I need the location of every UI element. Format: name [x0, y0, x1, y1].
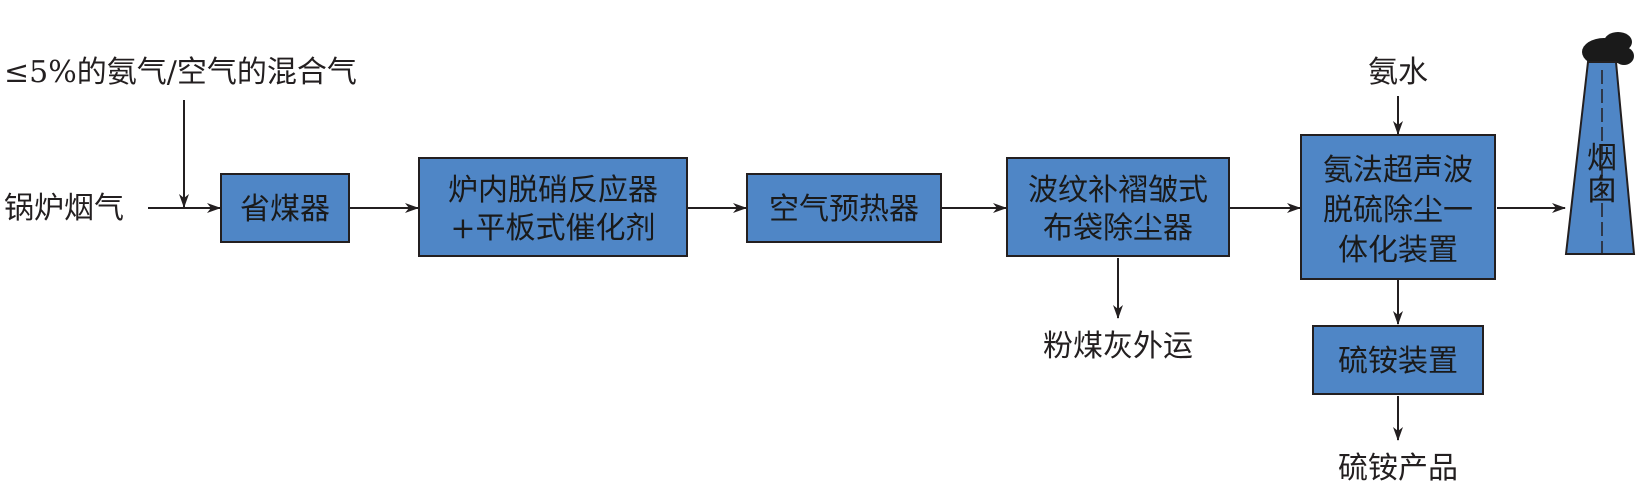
ammonium-sulfate-box: 硫铵装置 [1312, 325, 1484, 395]
denox-reactor-label-line2: +平板式催化剂 [450, 211, 655, 246]
desulfurization-label-line3: 体化装置 [1338, 233, 1458, 268]
bag-filter-label-line1: 波纹补褶皱式 [1028, 173, 1208, 208]
smoke-icon [1582, 32, 1634, 66]
ammonium-sulfate-label: 硫铵装置 [1338, 344, 1458, 379]
boiler-flue-gas-label: 锅炉烟气 [4, 191, 124, 226]
economizer-box: 省煤器 [220, 173, 350, 243]
chimney-icon [1564, 61, 1636, 255]
economizer-label: 省煤器 [240, 192, 330, 227]
ammonia-mix-label: ≤5%的氨气/空气的混合气 [4, 55, 357, 90]
denox-reactor-box: 炉内脱硝反应器 +平板式催化剂 [418, 157, 688, 257]
fly-ash-label: 粉煤灰外运 [1043, 329, 1193, 364]
air-preheater-rect [746, 173, 942, 243]
denox-reactor-rect [418, 157, 688, 257]
desulfurization-label-line2: 脱硫除尘一 [1323, 193, 1473, 228]
bag-filter-box: 波纹补褶皱式 布袋除尘器 [1006, 157, 1230, 257]
bag-filter-label-line2: 布袋除尘器 [1043, 211, 1193, 246]
air-preheater-box: 空气预热器 [746, 173, 942, 243]
economizer-rect [220, 173, 350, 243]
desulfurization-rect [1300, 134, 1496, 280]
chimney-label-line1: 烟 [1587, 141, 1617, 176]
ammonia-water-label: 氨水 [1368, 55, 1428, 90]
bag-filter-rect [1006, 157, 1230, 257]
air-preheater-label: 空气预热器 [769, 192, 919, 227]
desulfurization-box: 氨法超声波 脱硫除尘一 体化装置 [1300, 134, 1496, 280]
chimney: 烟 囱 [1564, 32, 1636, 255]
ammonium-sulfate-rect [1312, 325, 1484, 395]
chimney-label-line2: 囱 [1587, 173, 1617, 208]
ammonium-sulfate-product-label: 硫铵产品 [1338, 451, 1458, 486]
denox-reactor-label-line1: 炉内脱硝反应器 [448, 173, 658, 208]
desulfurization-label-line1: 氨法超声波 [1323, 153, 1473, 188]
